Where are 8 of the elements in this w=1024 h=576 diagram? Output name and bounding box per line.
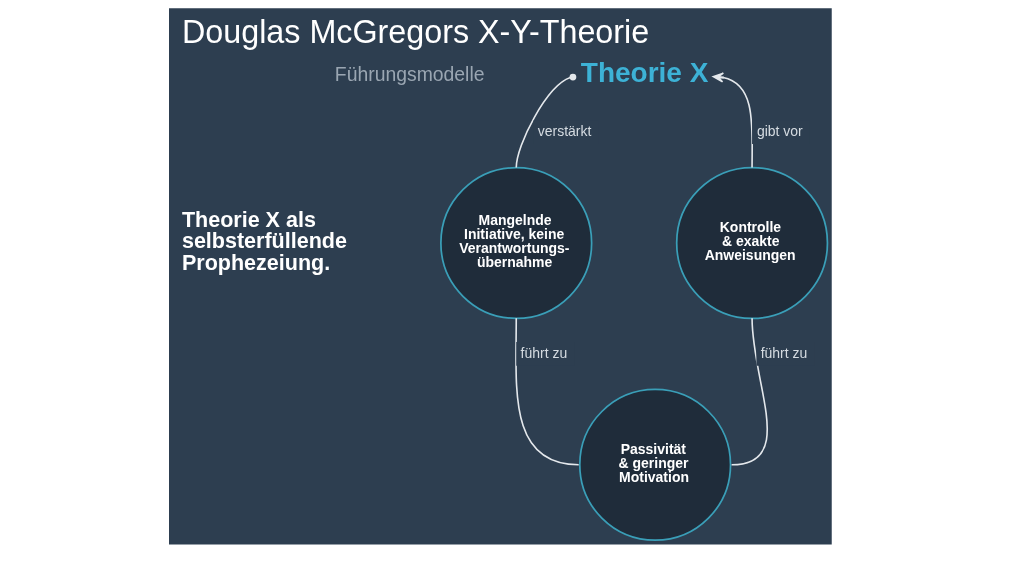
edge-label: führt zu bbox=[520, 344, 568, 361]
diagram-title: Douglas McGregors X-Y-Theorie bbox=[181, 13, 650, 50]
node-text: Theorie X bbox=[580, 57, 709, 89]
edge-label: verstärkt bbox=[537, 122, 592, 139]
label: Theorie X als selbsterfüllende Prophezeiung. bbox=[181, 207, 347, 275]
label: Führungsmodelle bbox=[334, 63, 485, 86]
edge-label: führt zu bbox=[760, 344, 808, 361]
edge-label: gibt vor bbox=[756, 122, 803, 139]
